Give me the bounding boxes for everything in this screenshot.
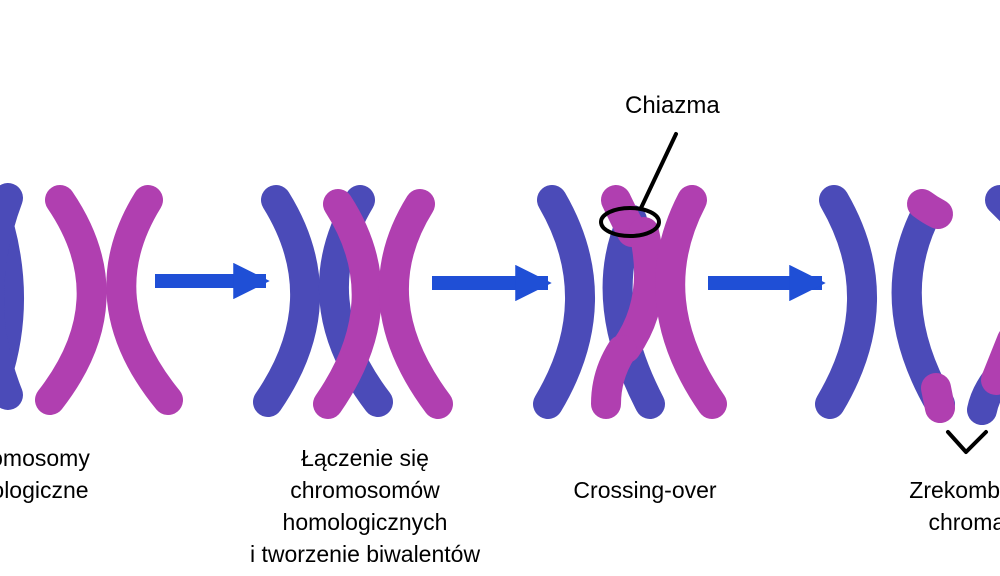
chiasma-pointer-line: [639, 132, 678, 210]
caption-line: Zrekombino: [909, 477, 1000, 503]
stage-2-bivalent: [253, 185, 453, 419]
caption-line: omosomy: [0, 445, 90, 471]
recombinant-pointer-lines: [946, 430, 988, 454]
blue-chromosome: [815, 185, 955, 423]
caption-line: chromosomów: [290, 477, 440, 503]
caption-line: Crossing-over: [573, 477, 717, 503]
magenta-chromosome: [591, 185, 727, 419]
stage-3-crossing-over: [533, 132, 727, 419]
caption-recombinant-chromatids: Zrekombino chromat: [840, 474, 1000, 538]
caption-crossing-over: Crossing-over: [530, 474, 760, 506]
caption-line: i tworzenie biwalentów: [249, 541, 481, 567]
caption-line: Łączenie się: [301, 445, 429, 471]
caption-line: chromat: [928, 509, 1000, 535]
caption-synapsis: Łączenie się chromosomów homologicznych …: [205, 442, 525, 570]
magenta-chromosome: [35, 185, 183, 415]
stage-4-recombinant: [815, 185, 1000, 454]
magenta-chromosome: [313, 189, 453, 419]
caption-line: ologiczne: [0, 477, 89, 503]
blue-chromosome: [0, 183, 24, 410]
chiasma-ring: [599, 206, 661, 238]
caption-homologous-chromosomes: omosomy ologiczne: [0, 442, 170, 506]
chiasma-label: Chiazma: [625, 92, 720, 119]
caption-line: homologicznych: [282, 509, 448, 535]
stage-1-homologous-pair: [0, 183, 183, 415]
magenta-chromosome: [967, 185, 1000, 425]
